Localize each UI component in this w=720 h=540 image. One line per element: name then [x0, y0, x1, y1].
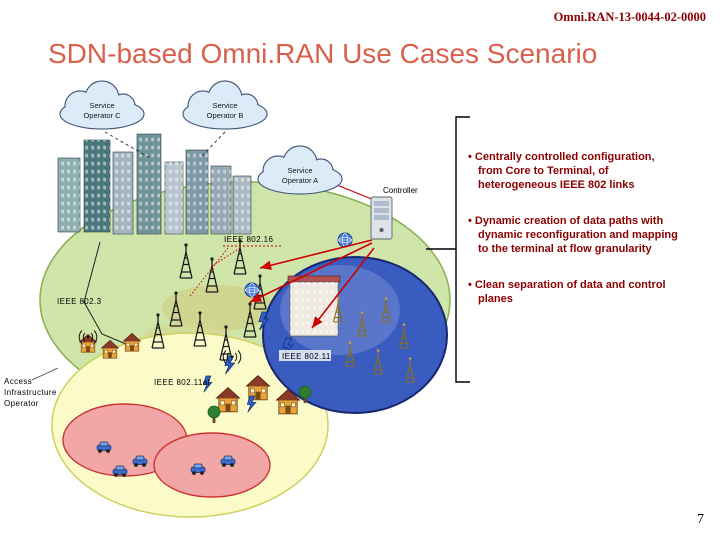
controller: Controller: [370, 184, 430, 240]
document-id: Omni.RAN-13-0044-02-0000: [553, 10, 706, 24]
cloud-label: Operator B: [207, 111, 244, 120]
label-ieee-802-16: IEEE 802.16: [224, 235, 273, 244]
hotspot-zone: [153, 432, 271, 498]
page-number: 7: [697, 512, 704, 527]
access-operator-line: Infrastructure: [4, 388, 57, 397]
access-operator-label: Access Infrastructure Operator: [4, 367, 59, 408]
scenario-diagram: Service Operator C Service Operator B Se…: [4, 80, 451, 518]
control-arrows: [189, 182, 375, 329]
server-icon: [370, 196, 393, 240]
bullet-list: • Centrally controlled configuration, fr…: [468, 150, 682, 328]
bullet-item: • Centrally controlled configuration, fr…: [468, 151, 655, 191]
label-ieee-802-11: IEEE 802.11: [282, 352, 331, 361]
label-backdrop: [279, 350, 331, 361]
cloud-label: Service: [287, 166, 312, 175]
network-node-icon: [244, 282, 260, 298]
network-labels: IEEE 802.16 IEEE 802.3 IEEE 802.11af IEE…: [57, 235, 331, 387]
label-ieee-802-11af: IEEE 802.11af: [154, 378, 211, 387]
page-title: SDN-based Omni.RAN Use Cases Scenario: [48, 38, 598, 69]
apartment-building: [287, 275, 341, 337]
cloud-label: Service: [212, 101, 237, 110]
bracket-shape: [426, 116, 470, 383]
antenna-area-blob: [162, 285, 274, 331]
cloud-label: Operator A: [282, 176, 318, 185]
cloud-service-operator-a: Service Operator A: [257, 145, 343, 195]
cloud-service-operator-c: Service Operator C: [59, 80, 145, 130]
cloud-service-operator-b: Service Operator B: [182, 80, 268, 130]
wired-link-line: [83, 241, 127, 345]
controller-label: Controller: [383, 186, 418, 195]
cloud-connectors: [104, 131, 226, 159]
access-operator-line: Access: [4, 377, 32, 386]
city-buildings-windows: [58, 134, 251, 234]
access-operator-line: Operator: [4, 399, 39, 408]
cloud-label: Operator C: [83, 111, 121, 120]
bullet-item: • Clean separation of data and control p…: [468, 279, 666, 305]
cloud-label: Service: [89, 101, 114, 110]
bullet-item: • Dynamic creation of data paths with dy…: [468, 215, 678, 255]
label-ieee-802-3: IEEE 802.3: [57, 297, 102, 306]
